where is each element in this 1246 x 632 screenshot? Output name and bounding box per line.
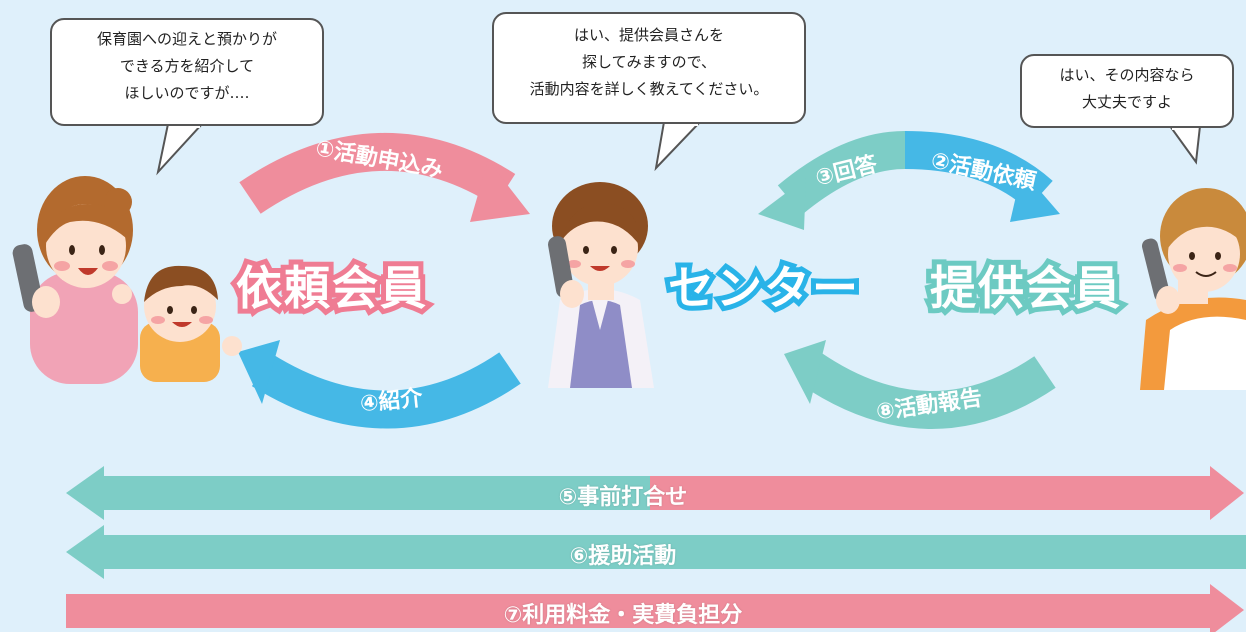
bar-step5-meeting xyxy=(66,466,1244,520)
bar-step6-label: ⑥援助活動 xyxy=(569,544,677,569)
requester-bubble-line2: できる方を紹介して xyxy=(119,57,255,75)
role-center: センター xyxy=(663,256,863,320)
arrow-step4: ④紹介 xyxy=(238,340,521,429)
bar-step6-support-activity xyxy=(66,525,1246,579)
arrow-step8: ⑧活動報告 xyxy=(784,340,1056,429)
requester-speech-bubble: 保育園への迎えと預かりが できる方を紹介して ほしいのですが‥‥ xyxy=(50,18,324,126)
requester-bubble-line1: 保育園への迎えと預かりが xyxy=(96,30,277,48)
center-staff-illustration xyxy=(548,182,654,388)
bar-step7-label: ⑦利用料金・実費負担分 xyxy=(503,603,743,628)
bar-step5-label: ⑤事前打合せ xyxy=(558,485,688,510)
arrow-step1: ①活動申込み xyxy=(239,132,530,222)
provider-bubble-line1: はい、その内容なら xyxy=(1059,66,1195,84)
center-bubble-line2: 探してみますので、 xyxy=(582,53,716,71)
center-bubble-line3: 活動内容を詳しく教えてください。 xyxy=(529,80,769,98)
center-speech-bubble: はい、提供会員さんを 探してみますので、 活動内容を詳しく教えてください。 xyxy=(492,12,806,124)
requester-bubble-line3: ほしいのですが‥‥ xyxy=(124,84,250,102)
bubble-tails xyxy=(156,121,1202,176)
role-provider-member: 提供会員 xyxy=(925,256,1125,320)
provider-speech-bubble: はい、その内容なら 大丈夫ですよ xyxy=(1020,54,1234,128)
provider-woman-illustration xyxy=(1140,188,1246,390)
provider-bubble-line2: 大丈夫ですよ xyxy=(1081,93,1172,111)
arrow-step2-step3: ③回答 ②活動依頼 xyxy=(758,131,1060,230)
requester-child-illustration xyxy=(112,265,242,382)
requester-mother-illustration xyxy=(12,176,138,384)
bar-step7-fee-payment xyxy=(66,584,1244,632)
role-requester-member: 依頼会員 xyxy=(231,256,431,320)
center-bubble-line1: はい、提供会員さんを xyxy=(573,26,724,44)
